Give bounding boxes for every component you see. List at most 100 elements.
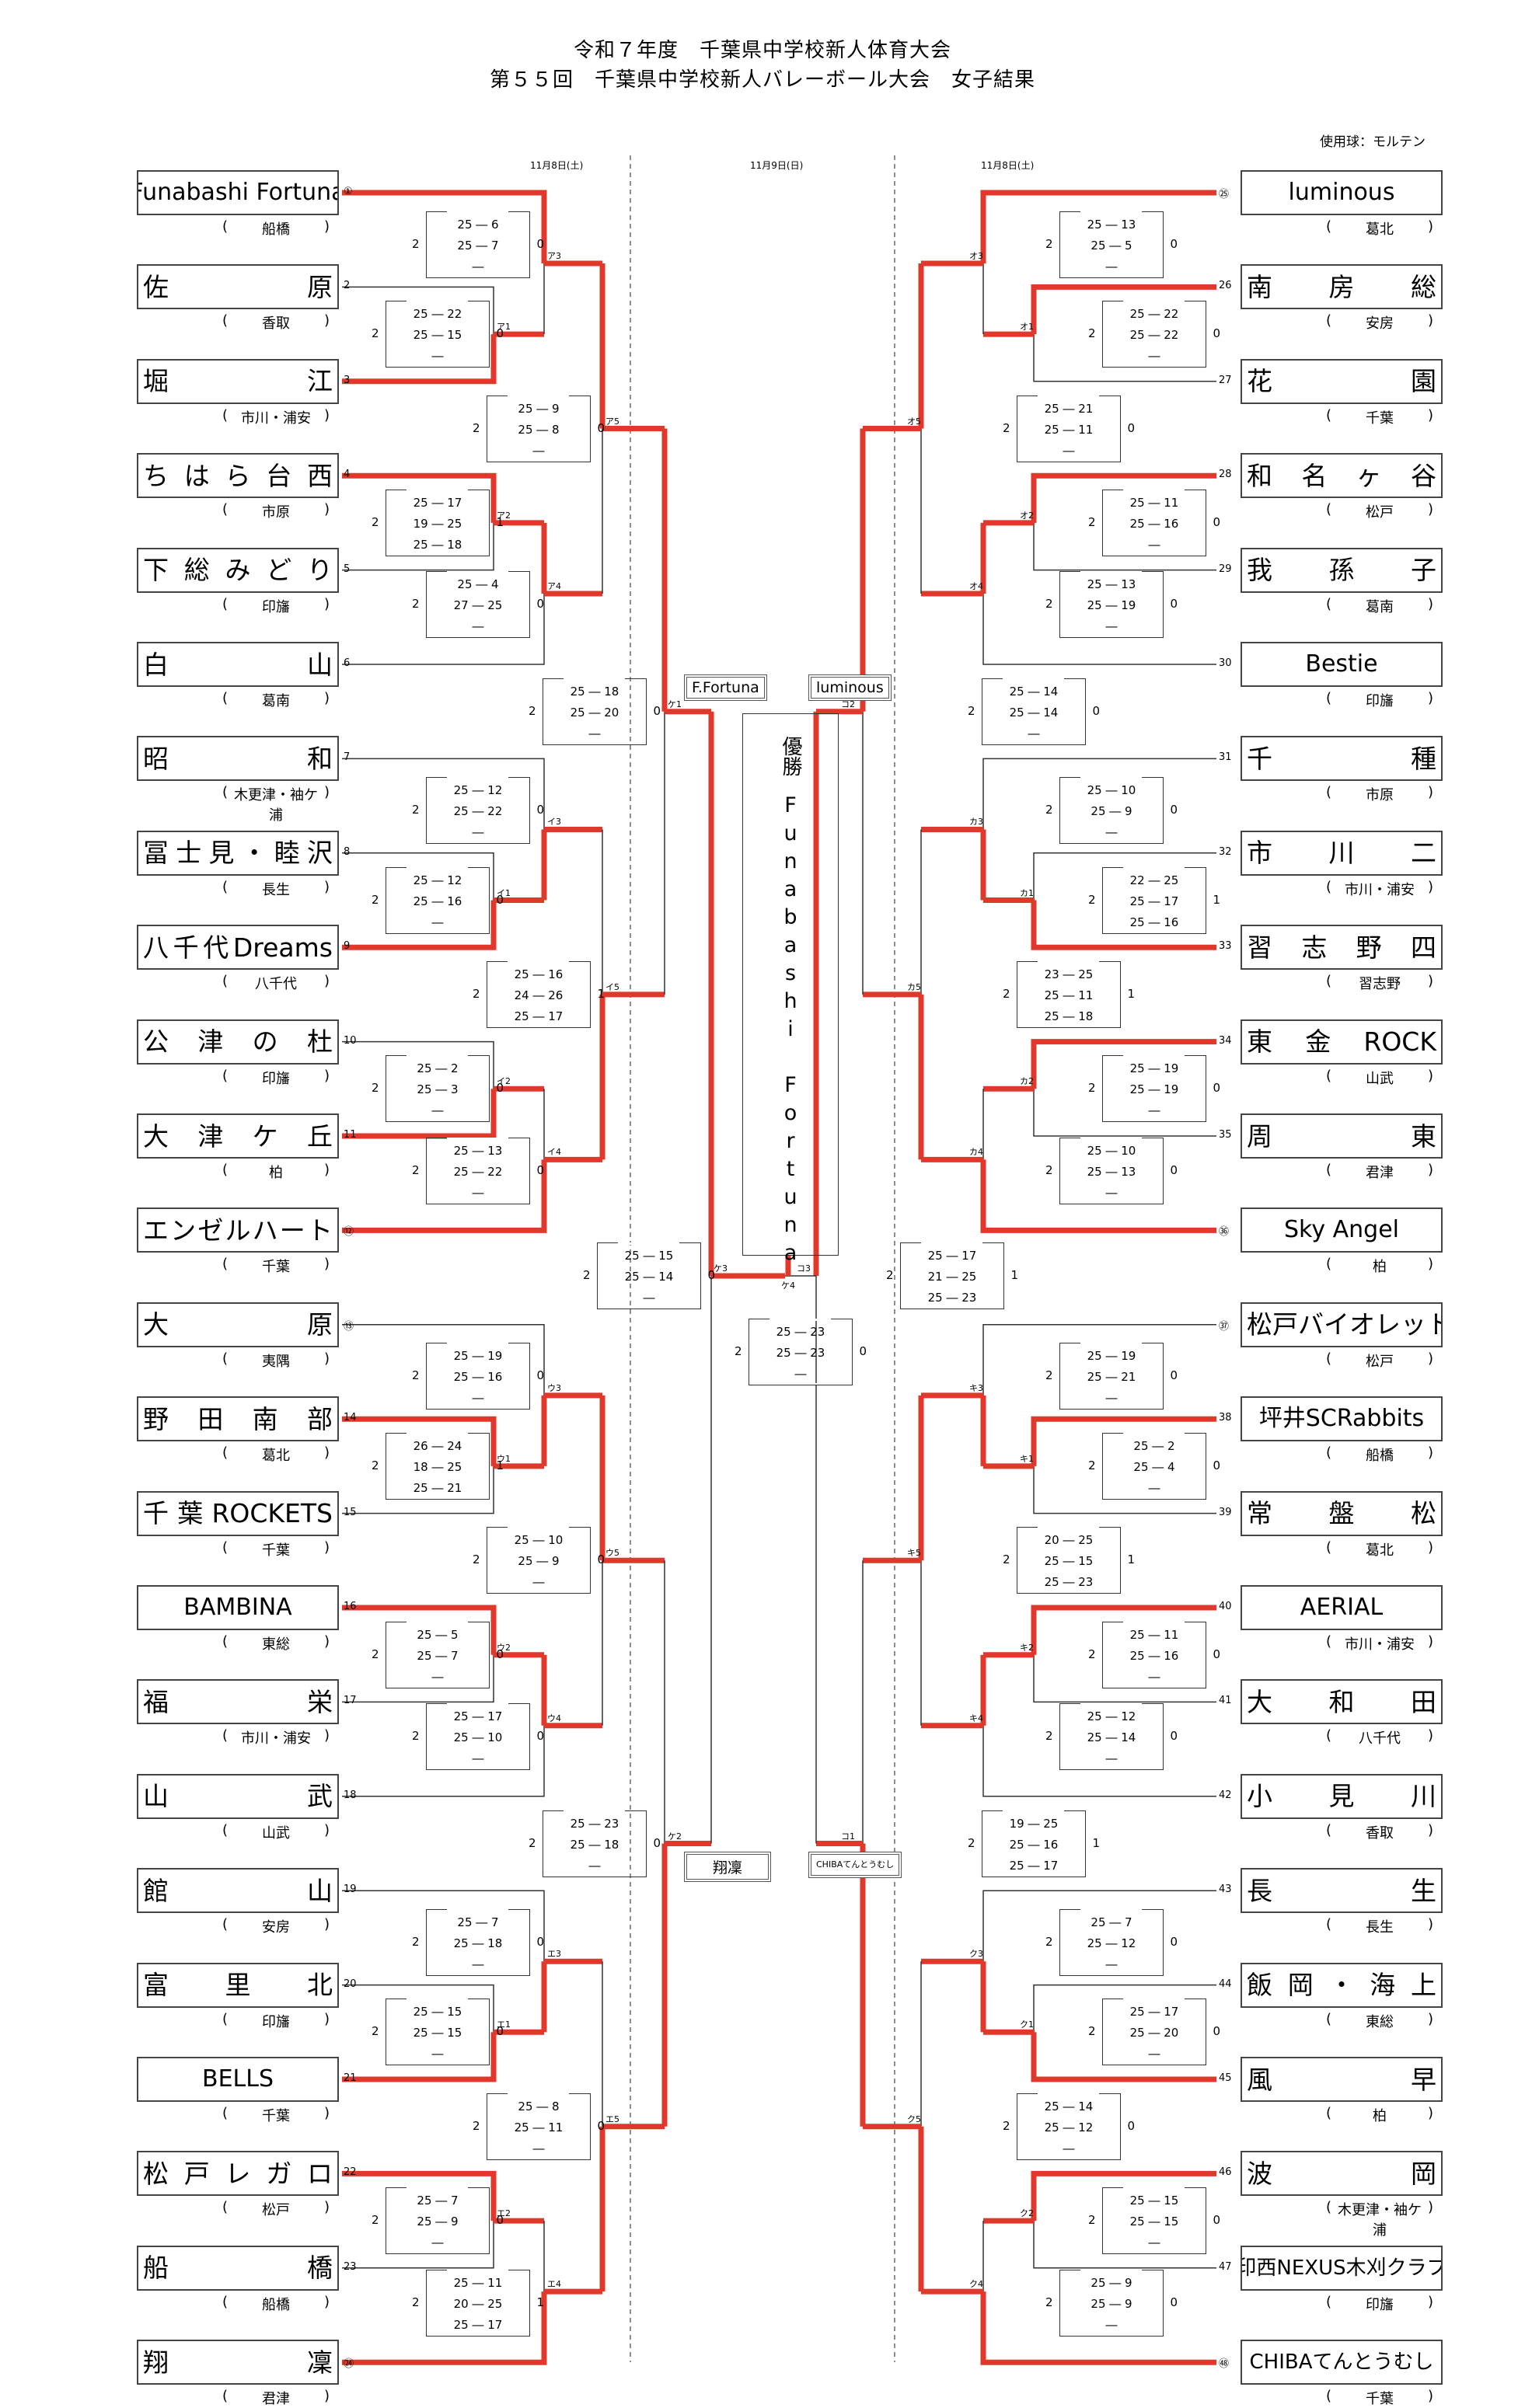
finalist-ke1: F.Fortuna (684, 674, 767, 701)
match-id: オ1 (1020, 322, 1034, 333)
team-name-char: 周 (1247, 1120, 1272, 1152)
bracket-line (980, 190, 1216, 264)
sets-won: 2 (473, 420, 480, 435)
bracket-line (342, 1605, 497, 1655)
team-name-char: 佐 (143, 271, 169, 302)
team-name-char: オ (1349, 1309, 1375, 1340)
sets-won: 2 (372, 326, 379, 341)
team-seed: 39 (1219, 1506, 1232, 1518)
team-region: (夷隅) (222, 1350, 330, 1370)
team-name: Sky Angel (1283, 1216, 1399, 1244)
match-id: イ4 (547, 1147, 561, 1158)
set-score: 25 ― 13 (453, 1143, 503, 1158)
team-name-char: ー (279, 1214, 305, 1246)
team-box: BAMBINA (137, 1585, 339, 1630)
sets-lost: 0 (1213, 514, 1220, 529)
set-score: ― (472, 1751, 484, 1766)
sets-lost: 0 (1127, 420, 1135, 435)
team-box: 白山 (137, 642, 339, 687)
set-score: 25 ― 18 (453, 1936, 503, 1950)
set-score: 25 ― 15 (413, 328, 462, 343)
match-id: カ2 (1020, 1076, 1034, 1087)
set-score: 26 ― 24 (413, 1438, 462, 1453)
sets-lost: 0 (1092, 703, 1100, 718)
set-score: 25 ― 17 (927, 1249, 977, 1263)
set-score: ― (431, 2047, 444, 2061)
team-seed: 3 (344, 374, 351, 386)
set-score: 25 ― 17 (453, 1709, 503, 1724)
sets-lost: 0 (653, 1835, 661, 1850)
sets-lost: 0 (1170, 1162, 1178, 1177)
team-name-char: 南 (252, 1403, 278, 1434)
bracket-line (342, 2170, 497, 2222)
date-day1-right: 11月8日(土) (981, 160, 1035, 171)
set-score: 25 ― 8 (518, 422, 560, 437)
sets-lost: 0 (496, 1647, 504, 1661)
set-score: ― (431, 915, 444, 929)
champion-letter: h (783, 989, 797, 1013)
team-name-char: 下 (143, 555, 169, 586)
set-score: 25 ― 19 (1129, 1061, 1179, 1076)
team-name-char: 志 (1301, 932, 1328, 963)
match-id: エ1 (497, 2019, 511, 2030)
set-score: 25 ― 14 (1044, 2099, 1094, 2114)
team-seed: 45 (1219, 2072, 1232, 2084)
team-name-char: レ (225, 2158, 251, 2189)
team-seed: 8 (344, 845, 351, 858)
match-id: オ5 (907, 416, 921, 427)
match-id: オ2 (1020, 510, 1034, 521)
team-name-char: の (252, 1026, 278, 1058)
match-id: ケ2 (668, 1831, 682, 1842)
team-seed: 27 (1219, 374, 1232, 386)
sets-lost: 0 (496, 1081, 504, 1096)
title-line1: 令和７年度 千葉県中学校新人体育大会 (573, 39, 951, 62)
team-name-char: ・ (1328, 1970, 1355, 2001)
team-name-char: 睦 (274, 838, 300, 869)
bracket-line (342, 334, 497, 385)
sets-lost: 0 (1170, 1934, 1178, 1949)
set-score: 25 ― 15 (413, 2005, 462, 2019)
team-name-char: 富 (143, 1970, 169, 2001)
team-name-char: 花 (1247, 366, 1272, 397)
set-score: 25 ― 17 (514, 1009, 564, 1023)
champion-label: 優勝 (779, 736, 802, 776)
team-region: (市原) (1326, 784, 1433, 804)
sets-lost: 0 (1170, 236, 1178, 251)
team-seed: 44 (1219, 1978, 1232, 1990)
team-box: 富里北 (137, 1962, 339, 2008)
sets-won: 2 (1045, 2295, 1053, 2309)
set-score: 19 ― 25 (413, 516, 462, 531)
champion-letter: F (784, 793, 797, 817)
team-box: ちはら台西 (137, 453, 339, 499)
team-name-char: ROCK (1363, 1026, 1436, 1058)
match-id: ケ3 (714, 1263, 728, 1274)
team-region: (葛南) (1326, 595, 1433, 615)
set-score: 25 ― 19 (1129, 1082, 1179, 1097)
sets-won: 2 (1045, 236, 1053, 251)
sets-lost: 0 (707, 1268, 715, 1282)
set-score: ― (472, 1185, 484, 1200)
sets-lost: 1 (1092, 1835, 1100, 1850)
sets-lost: 0 (536, 1934, 544, 1949)
match-id: キ1 (1020, 1453, 1034, 1464)
bracket-line (342, 522, 494, 571)
team-box: エンゼルハート (137, 1207, 339, 1253)
team-box: 冨士見・睦沢 (137, 830, 339, 876)
bracket-line (1031, 900, 1216, 950)
team-name-char: 和 (1247, 460, 1272, 491)
match-id: ア2 (497, 510, 511, 521)
set-score: 25 ― 13 (1087, 577, 1136, 592)
team-name: Bestie (1305, 650, 1378, 678)
team-region: (船橋) (1326, 1444, 1433, 1465)
team-box: 山武 (137, 1773, 339, 1819)
sets-lost: 0 (536, 1162, 544, 1177)
team-name-char: 松 (1411, 1498, 1436, 1529)
team-region: (八千代) (1326, 1727, 1433, 1748)
set-score: 25 ― 12 (1087, 1709, 1136, 1724)
